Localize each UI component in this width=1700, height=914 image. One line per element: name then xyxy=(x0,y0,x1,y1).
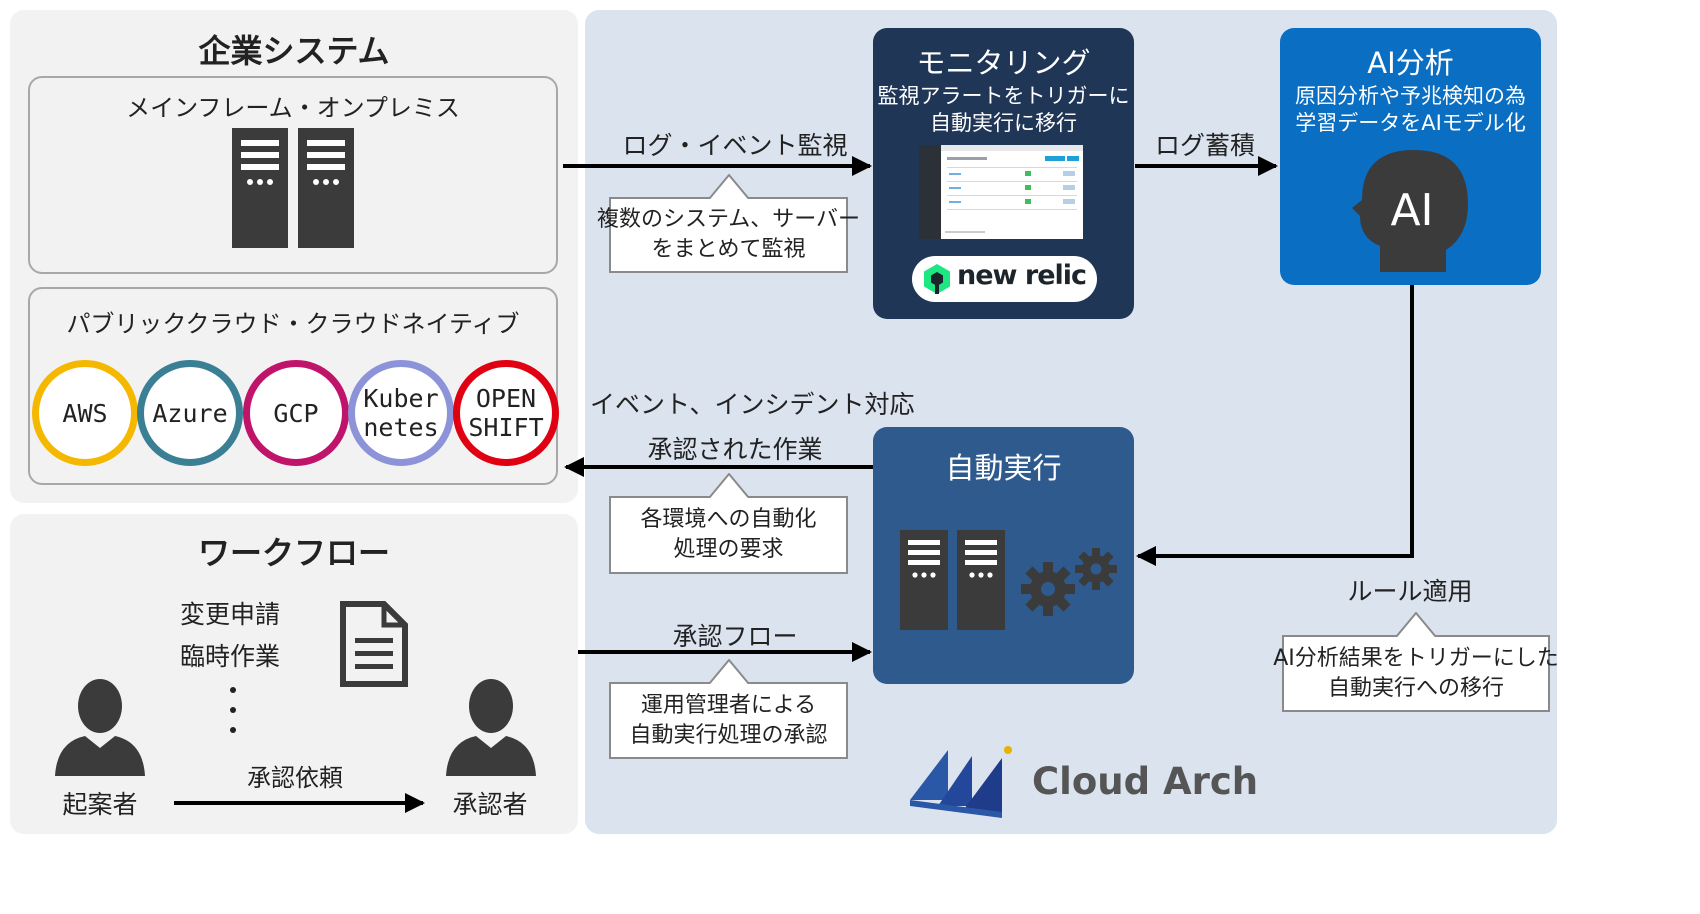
cloud-logo-line: Kuber xyxy=(363,384,439,413)
approved-work-label: 承認された作業 xyxy=(647,435,823,464)
ai-analysis-desc-2: 学習データをAIモデル化 xyxy=(1295,111,1526,135)
callout-pointer xyxy=(708,659,749,684)
rule-callout-line-1: AI分析結果をトリガーにした xyxy=(1273,645,1559,671)
approval-callout-line-1: 運用管理者による xyxy=(640,692,817,718)
gcp-logo: GCP xyxy=(243,360,349,466)
log-event-label: ログ・イベント監視 xyxy=(622,131,848,160)
cloud-arch-logo-icon xyxy=(910,746,1012,818)
monitoring-desc-1: 監視アラートをトリガーに xyxy=(877,84,1130,108)
approval-flow-label: 承認フロー xyxy=(672,622,798,651)
cloud-logo-text: AWS xyxy=(62,399,107,428)
env-callout-line-1: 各環境への自動化 xyxy=(640,507,817,532)
monitoring-desc-2: 自動実行に移行 xyxy=(930,111,1077,135)
ai-head-label: AI xyxy=(1390,185,1434,236)
cloud-logo-line: SHIFT xyxy=(468,413,544,442)
workflow-item-temporary-work: 臨時作業 xyxy=(180,642,281,671)
arrow-rule-apply xyxy=(1136,285,1414,566)
log-callout-line-1: 複数のシステム、サーバー xyxy=(596,207,861,232)
mainframe-box xyxy=(28,76,558,274)
cloud-logo-line: OPEN xyxy=(475,384,537,413)
env-callout-line-2: 処理の要求 xyxy=(673,537,784,562)
log-callout: 複数のシステム、サーバーをまとめて監視 xyxy=(597,174,860,273)
workflow-panel xyxy=(10,514,578,834)
new-relic-logo-icon xyxy=(924,264,950,294)
callout-pointer xyxy=(708,174,749,199)
approval-request-label: 承認依頼 xyxy=(247,764,343,792)
azure-logo: Azure xyxy=(137,360,243,466)
log-callout-line-2: をまとめて監視 xyxy=(651,237,806,262)
workflow-title: ワークフロー xyxy=(197,534,390,572)
vertical-ellipsis-icon xyxy=(230,687,236,733)
ai-head-icon xyxy=(1352,150,1468,272)
cloud-logo-text: GCP xyxy=(273,399,318,428)
auto-server-icon xyxy=(900,530,1005,630)
mainframe-label: メインフレーム・オンプレミス xyxy=(126,94,460,122)
cloud-arch-logo-text: Cloud Arch xyxy=(1032,760,1259,803)
gears-icon xyxy=(1021,548,1117,616)
rule-callout: AI分析結果をトリガーにした自動実行への移行 xyxy=(1273,612,1559,712)
document-icon xyxy=(340,601,408,687)
cloud-logo-line: Azure xyxy=(152,398,228,428)
requester-person-icon xyxy=(55,679,145,776)
cloud-logo-line: AWS xyxy=(62,398,108,428)
approver-label: 承認者 xyxy=(452,790,528,819)
ai-analysis-title: AI分析 xyxy=(1367,46,1454,80)
event-incident-label: イベント、インシデント対応 xyxy=(590,390,915,419)
cloud-logo-text: Azure xyxy=(152,399,227,428)
ai-analysis-desc-1: 原因分析や予兆検知の為 xyxy=(1295,84,1526,108)
enterprise-title: 企業システム xyxy=(198,32,390,70)
env-callout: 各環境への自動化処理の要求 xyxy=(609,473,848,574)
approval-callout-line-2: 自動実行処理の承認 xyxy=(629,722,828,748)
rule-apply-label: ルール適用 xyxy=(1347,577,1473,606)
callout-pointer xyxy=(708,473,749,498)
approver-person-icon xyxy=(446,679,536,776)
callout-pointer xyxy=(1396,612,1436,637)
monitoring-title: モニタリング xyxy=(916,46,1091,80)
auto-execution-title: 自動実行 xyxy=(945,451,1062,485)
mainframe-server-icon xyxy=(232,128,354,248)
aws-logo: AWS xyxy=(32,360,138,466)
cloud-logo-line: GCP xyxy=(273,398,319,428)
cloud-logo-line: netes xyxy=(363,413,439,442)
dashboard-screenshot xyxy=(919,145,1083,239)
workflow-item-change-request: 変更申請 xyxy=(180,600,281,629)
requester-label: 起案者 xyxy=(62,790,138,819)
log-store-label: ログ蓄積 xyxy=(1154,131,1255,160)
cloud-label: パブリッククラウド・クラウドネイティブ xyxy=(66,310,520,338)
approval-callout: 運用管理者による自動実行処理の承認 xyxy=(609,659,848,759)
rule-callout-line-2: 自動実行への移行 xyxy=(1328,675,1505,701)
new-relic-logo-text: new relic xyxy=(957,260,1087,291)
